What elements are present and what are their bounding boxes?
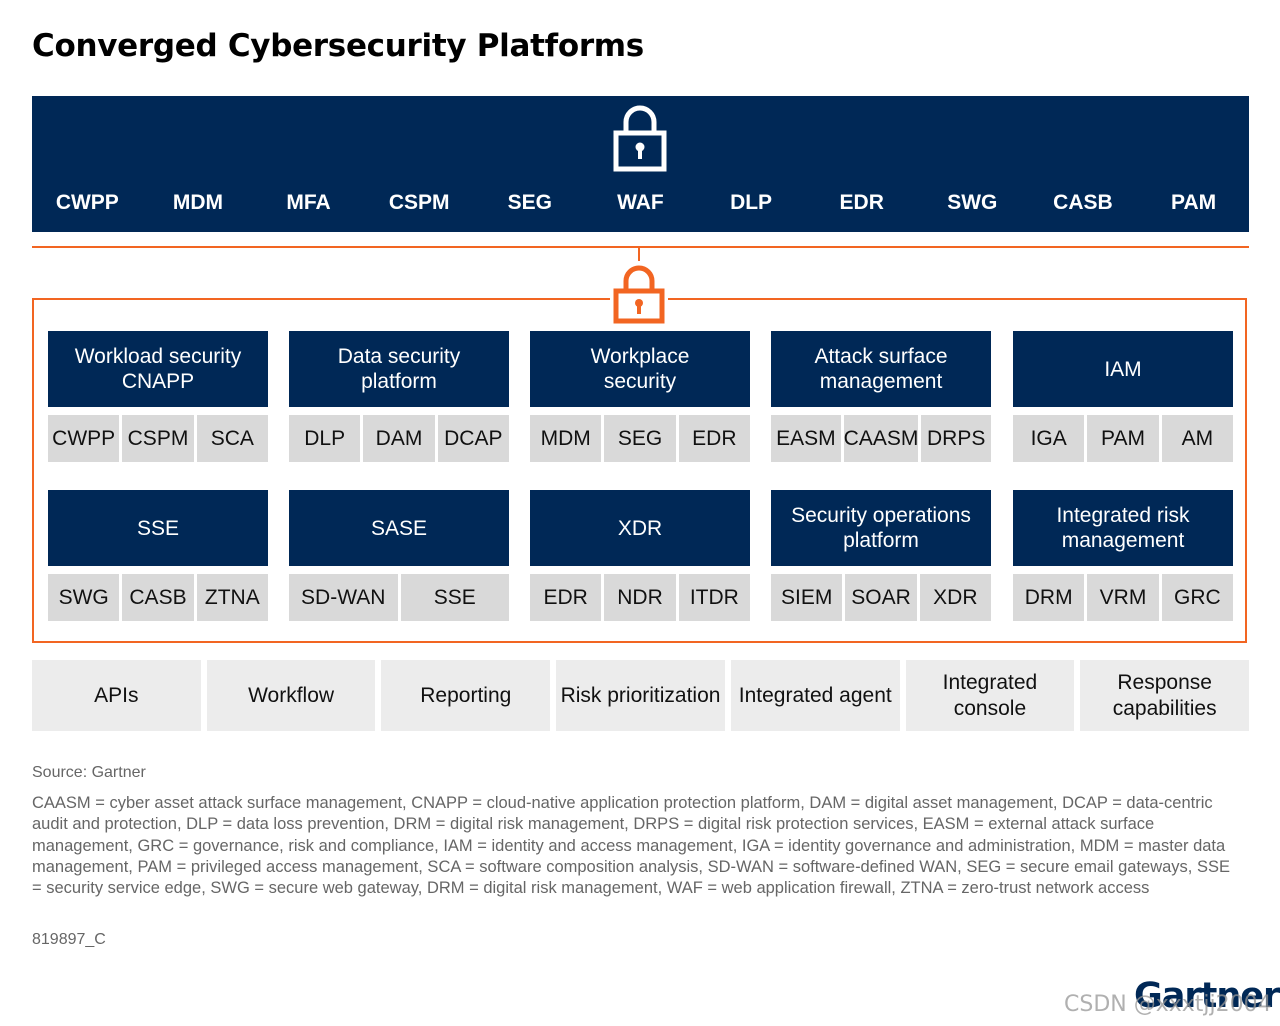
platform-component: CSPM: [122, 415, 194, 462]
platform-component: IGA: [1013, 415, 1085, 462]
platform-component: NDR: [604, 574, 676, 621]
platform-component: DRM: [1013, 574, 1085, 621]
point-product-label: EDR: [839, 191, 884, 214]
point-product-label: DLP: [730, 191, 773, 214]
point-product-label: CASB: [1053, 191, 1113, 214]
capability-cell: Reporting: [381, 660, 551, 731]
lock-icon: [613, 105, 667, 172]
capability-cell: Workflow: [206, 660, 376, 731]
platform-component: VRM: [1087, 574, 1159, 621]
platform-title: SASE: [289, 490, 509, 566]
platform-component: SSE: [400, 574, 509, 621]
platform-component: CAASM: [843, 415, 919, 462]
point-product-label: PAM: [1171, 191, 1217, 214]
platform-component: DRPS: [921, 415, 991, 462]
watermark: CSDN @xxxtjj2004: [1064, 992, 1272, 1017]
platform-component: SWG: [48, 574, 120, 621]
platform-component: ITDR: [678, 574, 750, 621]
platform-component: SOAR: [845, 574, 917, 621]
platform-component: EDR: [678, 415, 750, 462]
abbreviations-note: CAASM = cyber asset attack surface manag…: [32, 794, 1230, 898]
lock-icon: [610, 262, 668, 324]
platform-component: DAM: [363, 415, 435, 462]
page-title: Converged Cybersecurity Platforms: [32, 28, 644, 64]
platform-component: DLP: [289, 415, 361, 462]
capability-cell: Response capabilities: [1080, 660, 1250, 731]
platform-component: SIEM: [771, 574, 843, 621]
capability-cell: Integrated console: [905, 660, 1075, 731]
point-product-label: SEG: [507, 191, 552, 214]
point-product-label: MDM: [172, 191, 224, 214]
point-product-label: WAF: [617, 191, 664, 214]
capability-cell: Risk prioritization: [556, 660, 725, 731]
platform-component: EASM: [771, 415, 841, 462]
point-product-label: MFA: [286, 191, 331, 214]
platform-component: EDR: [530, 574, 602, 621]
platform-title: SSE: [48, 490, 268, 566]
platform-component: PAM: [1087, 415, 1159, 462]
point-product-label: CWPP: [55, 191, 119, 214]
platform-component: CASB: [122, 574, 194, 621]
point-products-bar: CWPP MDM MFA CSPM SEG WAF DLP EDR SWG CASB PAM: [32, 96, 1249, 232]
platform-component: DCAP: [437, 415, 509, 462]
source-note: Source: Gartner: [32, 764, 146, 781]
platform-component: SD-WAN: [289, 574, 398, 621]
platform-component: AM: [1161, 415, 1233, 462]
platform-component: CWPP: [48, 415, 120, 462]
connector-line: [638, 247, 640, 261]
platform-title: XDR: [530, 490, 750, 566]
capability-cell: Integrated agent: [730, 660, 900, 731]
platform-title: IAM: [1013, 331, 1233, 407]
platform-component: SEG: [604, 415, 676, 462]
platform-component: XDR: [919, 574, 991, 621]
gartner-logo: Gartner: [1134, 976, 1280, 1016]
figure-code: 819897_C: [32, 931, 106, 948]
platform-component: ZTNA: [196, 574, 268, 621]
platform-component: GRC: [1161, 574, 1233, 621]
divider-line: [32, 246, 1249, 248]
platform-component: MDM: [530, 415, 602, 462]
point-product-label: SWG: [947, 191, 998, 214]
platform-component: SCA: [196, 415, 268, 462]
point-products-list: CWPP MDM MFA CSPM SEG WAF DLP EDR SWG CASB PAM: [32, 188, 1249, 218]
capability-cell: APIs: [32, 660, 201, 731]
point-product-label: CSPM: [388, 191, 450, 214]
